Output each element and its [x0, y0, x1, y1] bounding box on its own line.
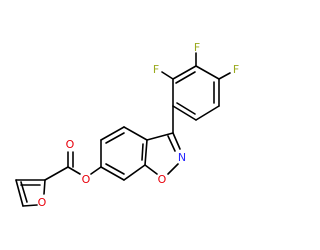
isoxazole-oxygen-atom: O	[158, 173, 167, 186]
molecule-canvas: F F F N O O O O	[0, 0, 250, 250]
bond	[172, 132, 181, 150]
atom-labels: F F F N O O O O	[38, 41, 240, 209]
bond	[123, 126, 148, 141]
bonds	[15, 52, 231, 207]
molecule-structure-diagram: F F F N O O O O	[0, 0, 250, 250]
bond	[123, 164, 146, 181]
bond	[141, 143, 144, 161]
bond	[172, 105, 197, 121]
fluorine-label-top: F	[194, 41, 200, 54]
nitrogen-label: N	[178, 151, 186, 164]
carbonyl-oxygen-atom: O	[66, 138, 75, 151]
furan-oxygen-atom: O	[38, 196, 47, 209]
bond	[67, 166, 81, 175]
fluorine-atom-1: F	[153, 63, 159, 76]
bond	[44, 166, 69, 181]
bond	[43, 179, 46, 195]
bond	[167, 163, 179, 175]
isoxazole-nitrogen-atom: N	[178, 151, 186, 164]
bond	[144, 164, 158, 175]
bond	[22, 204, 38, 207]
oxygen-label-isoxazole: O	[158, 173, 167, 186]
bond	[15, 179, 24, 207]
bond	[100, 126, 125, 141]
oxygen-label-furan: O	[38, 196, 47, 209]
bond	[161, 71, 174, 80]
bond	[105, 132, 125, 144]
fluorine-label-left: F	[153, 63, 159, 76]
bond	[176, 102, 196, 115]
bond	[90, 166, 102, 175]
bond	[100, 166, 125, 181]
bond	[175, 71, 196, 84]
bond	[172, 65, 197, 80]
bond	[167, 135, 176, 152]
bond	[144, 139, 148, 166]
oxygen-label-ester: O	[82, 173, 91, 186]
oxygen-label-carbonyl: O	[66, 138, 75, 151]
canvas-background	[0, 0, 250, 250]
bond	[146, 132, 174, 141]
bond	[195, 65, 220, 80]
ester-oxygen-atom: O	[82, 173, 91, 186]
bond	[218, 72, 231, 80]
fluorine-atom-3: F	[233, 63, 239, 76]
bond	[195, 105, 220, 121]
fluorine-atom-2: F	[194, 41, 200, 54]
bond	[105, 163, 125, 175]
fluorine-label-right: F	[233, 63, 239, 76]
